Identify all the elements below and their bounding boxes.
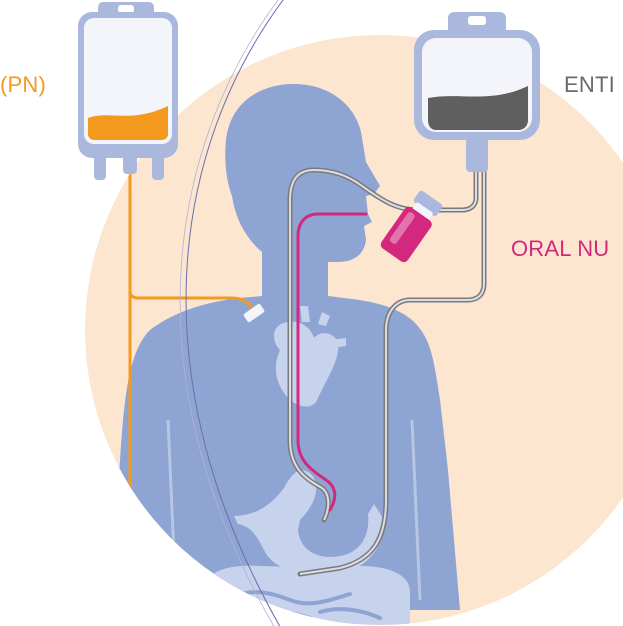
pn-port-right [152, 150, 164, 180]
parenteral-nutrition-label: (PN) [0, 72, 46, 98]
oral-nutrition-label: ORAL NU [511, 236, 609, 262]
en-bag-hanger-hole [468, 16, 486, 25]
pn-port-center [123, 150, 137, 174]
drip-end-clip [128, 522, 146, 531]
enteral-nutrition-label: ENTI [564, 72, 615, 98]
en-port [466, 138, 488, 172]
parenteral-nutrition-bag [78, 2, 178, 180]
pn-port-left [94, 150, 106, 180]
pn-bag-hanger-hole [118, 5, 134, 13]
